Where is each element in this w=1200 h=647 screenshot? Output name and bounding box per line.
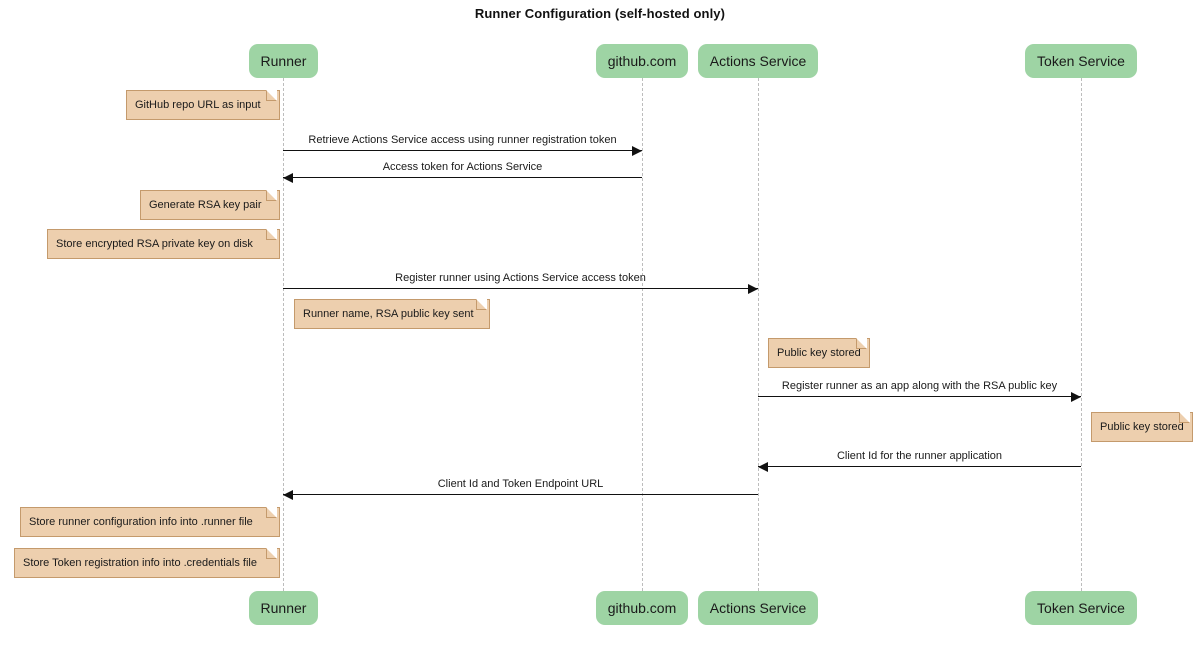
- diagram-title: Runner Configuration (self-hosted only): [474, 6, 726, 21]
- participant-label: Actions Service: [709, 53, 807, 69]
- participant-label: Token Service: [1037, 600, 1125, 616]
- note-label: Public key stored: [777, 347, 861, 359]
- participant-runner-top[interactable]: Runner: [249, 44, 318, 78]
- participant-label: Token Service: [1037, 53, 1125, 69]
- note-label: Public key stored: [1100, 421, 1184, 433]
- msg-client-id-endpoint-arrowhead: [283, 489, 293, 500]
- note-repo-url: GitHub repo URL as input: [126, 90, 280, 120]
- participant-actions-top[interactable]: Actions Service: [698, 44, 818, 78]
- msg-client-id-endpoint-line: [283, 494, 758, 495]
- note-label: Store encrypted RSA private key on disk: [56, 238, 253, 250]
- participant-token-top[interactable]: Token Service: [1025, 44, 1137, 78]
- msg-register-app-arrowhead: [1071, 391, 1081, 402]
- note-public-key-stored-token: Public key stored: [1091, 412, 1193, 442]
- note-label: Store runner configuration info into .ru…: [29, 516, 253, 528]
- note-fold-icon: [266, 507, 277, 518]
- lifeline-runner: [283, 78, 284, 591]
- participant-token-bottom[interactable]: Token Service: [1025, 591, 1137, 625]
- participant-label: github.com: [607, 53, 677, 69]
- note-label: Generate RSA key pair: [149, 199, 262, 211]
- msg-client-id-line: [758, 466, 1081, 467]
- msg-register-runner-label: Register runner using Actions Service ac…: [395, 272, 646, 284]
- msg-retrieve-actions-access-arrowhead: [632, 145, 642, 156]
- note-label: GitHub repo URL as input: [135, 99, 261, 111]
- note-runner-name-key: Runner name, RSA public key sent: [294, 299, 490, 329]
- msg-client-id-arrowhead: [758, 461, 768, 472]
- note-store-token-reg: Store Token registration info into .cred…: [14, 548, 280, 578]
- participant-github-top[interactable]: github.com: [596, 44, 688, 78]
- msg-retrieve-actions-access-line: [283, 150, 642, 151]
- lifeline-actions: [758, 78, 759, 591]
- msg-retrieve-actions-access-label: Retrieve Actions Service access using ru…: [308, 134, 617, 146]
- msg-register-runner-arrowhead: [748, 283, 758, 294]
- msg-register-app-label: Register runner as an app along with the…: [781, 380, 1058, 392]
- note-store-private-key: Store encrypted RSA private key on disk: [47, 229, 280, 259]
- participant-label: Actions Service: [709, 600, 807, 616]
- note-label: Store Token registration info into .cred…: [23, 557, 257, 569]
- note-label: Runner name, RSA public key sent: [303, 308, 474, 320]
- msg-access-token-line: [283, 177, 642, 178]
- note-fold-icon: [266, 90, 277, 101]
- lifeline-token: [1081, 78, 1082, 591]
- msg-register-app-line: [758, 396, 1081, 397]
- msg-access-token-label: Access token for Actions Service: [382, 161, 543, 173]
- participant-github-bottom[interactable]: github.com: [596, 591, 688, 625]
- participant-actions-bottom[interactable]: Actions Service: [698, 591, 818, 625]
- participant-label: Runner: [260, 600, 307, 616]
- note-generate-rsa: Generate RSA key pair: [140, 190, 280, 220]
- msg-access-token-arrowhead: [283, 172, 293, 183]
- participant-label: Runner: [260, 53, 307, 69]
- note-fold-icon: [266, 229, 277, 240]
- note-store-runner-config: Store runner configuration info into .ru…: [20, 507, 280, 537]
- note-fold-icon: [266, 190, 277, 201]
- participant-runner-bottom[interactable]: Runner: [249, 591, 318, 625]
- note-fold-icon: [476, 299, 487, 310]
- msg-register-runner-line: [283, 288, 758, 289]
- msg-client-id-label: Client Id for the runner application: [836, 450, 1003, 462]
- msg-client-id-endpoint-label: Client Id and Token Endpoint URL: [437, 478, 604, 490]
- participant-label: github.com: [607, 600, 677, 616]
- note-fold-icon: [266, 548, 277, 559]
- note-public-key-stored-actions: Public key stored: [768, 338, 870, 368]
- lifeline-github: [642, 78, 643, 591]
